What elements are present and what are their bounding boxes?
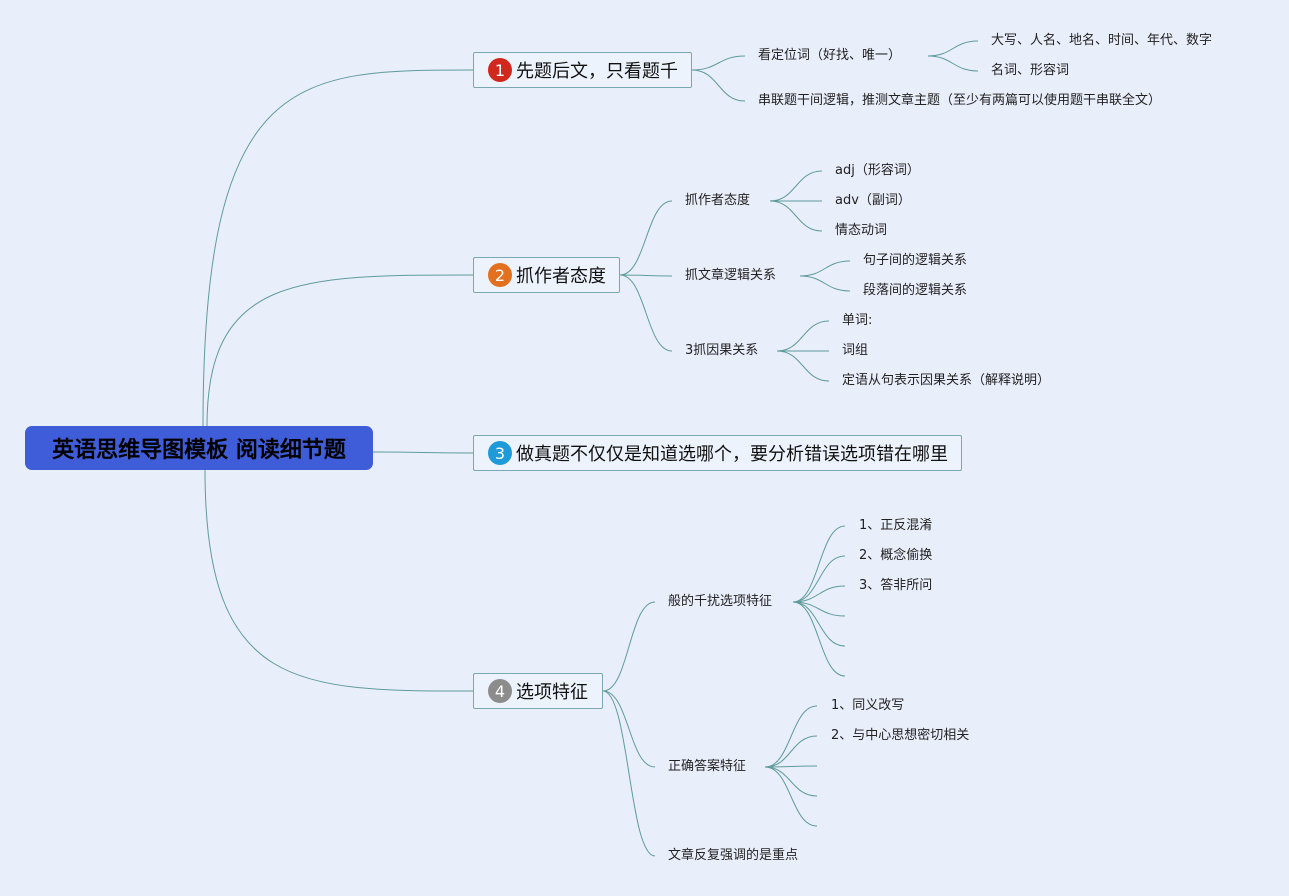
link-s22-l2 — [799, 275, 851, 292]
leaf-1-1-1[interactable]: 大写、人名、地名、时间、年代、数字 — [991, 33, 1213, 48]
leaf-2-2-1[interactable]: 句子间的逻辑关系 — [863, 253, 968, 268]
link-s23-l1 — [776, 320, 830, 352]
link-s41-l5 — [792, 601, 846, 647]
leaf-2-3-3[interactable]: 定语从句表示因果关系（解释说明） — [842, 373, 1051, 388]
subtopic-2-2[interactable]: 抓文章逻辑关系 — [685, 268, 777, 283]
main-topic-1[interactable]: 1 先题后文，只看题千 — [473, 52, 692, 88]
link-s21-l1 — [769, 170, 823, 202]
link-s42-l4 — [764, 766, 818, 797]
link-root-topic4 — [204, 469, 474, 692]
leaf-4-1-2[interactable]: 2、概念偷换 — [859, 548, 933, 563]
leaf-4-1-1[interactable]: 1、正反混淆 — [859, 518, 933, 533]
number-3-icon: 3 — [488, 441, 512, 465]
number-4-icon: 4 — [488, 679, 512, 703]
link-root-topic1 — [202, 69, 474, 427]
leaf-2-3-2[interactable]: 词组 — [842, 343, 869, 358]
link-s42-l3 — [764, 765, 818, 768]
link-s41-l1 — [792, 525, 846, 603]
link-s11-l2 — [927, 55, 979, 72]
central-topic[interactable]: 英语思维导图模板 阅读细节题 — [25, 426, 373, 470]
link-s41-l4 — [792, 601, 846, 617]
link-s11-l1 — [927, 40, 979, 57]
subtopic-4-3[interactable]: 文章反复强调的是重点 — [668, 848, 799, 863]
link-s41-l6 — [792, 601, 846, 677]
link-s23-l3 — [776, 350, 830, 382]
leaf-4-2-2[interactable]: 2、与中心思想密切相关 — [831, 728, 970, 743]
number-1-icon: 1 — [488, 58, 512, 82]
subtopic-4-2[interactable]: 正确答案特征 — [668, 759, 747, 774]
link-root-topic3 — [372, 451, 474, 454]
link-s21-l3 — [769, 200, 823, 232]
link-s42-l2 — [764, 735, 818, 768]
leaf-1-1-2[interactable]: 名词、形容词 — [991, 63, 1070, 78]
main-topic-2[interactable]: 2 抓作者态度 — [473, 257, 620, 293]
subtopic-1-1[interactable]: 看定位词（好找、唯一） — [758, 48, 902, 63]
link-t1-s2 — [691, 69, 746, 102]
leaf-2-1-1[interactable]: adj（形容词） — [835, 163, 920, 178]
link-t2-s3 — [619, 274, 673, 352]
central-topic-label: 英语思维导图模板 阅读细节题 — [52, 438, 346, 463]
link-t4-s2 — [602, 690, 656, 768]
subtopic-4-1[interactable]: 般的千扰选项特征 — [668, 594, 773, 609]
subtopic-2-1[interactable]: 抓作者态度 — [685, 193, 751, 208]
number-2-icon: 2 — [488, 263, 512, 287]
main-topic-3-label: 做真题不仅仅是知道选哪个，要分析错误选项错在哪里 — [516, 444, 948, 465]
leaf-2-3-1[interactable]: 单词: — [842, 313, 873, 328]
link-t2-s2 — [619, 274, 673, 277]
main-topic-4-label: 选项特征 — [516, 682, 588, 703]
leaf-2-1-2[interactable]: adv（副词） — [835, 193, 911, 208]
link-s41-l2 — [792, 555, 846, 603]
link-t1-s1 — [691, 55, 746, 71]
main-topic-4[interactable]: 4 选项特征 — [473, 673, 603, 709]
link-s42-l1 — [764, 705, 818, 768]
subtopic-2-3[interactable]: 3抓因果关系 — [685, 343, 759, 358]
main-topic-3[interactable]: 3 做真题不仅仅是知道选哪个，要分析错误选项错在哪里 — [473, 435, 962, 471]
link-s41-l3 — [792, 585, 846, 603]
link-s42-l5 — [764, 766, 818, 827]
link-root-topic2 — [206, 274, 474, 427]
main-topic-1-label: 先题后文，只看题千 — [516, 61, 678, 82]
leaf-4-1-3[interactable]: 3、答非所问 — [859, 578, 933, 593]
link-t4-s1 — [602, 601, 656, 692]
main-topic-2-label: 抓作者态度 — [516, 266, 606, 287]
link-t4-s3 — [602, 690, 656, 857]
link-t2-s1 — [619, 200, 673, 276]
leaf-2-1-3[interactable]: 情态动词 — [835, 223, 888, 238]
subtopic-1-2[interactable]: 串联题干间逻辑，推测文章主题（至少有两篇可以使用题干串联全文） — [758, 93, 1162, 108]
leaf-4-2-1[interactable]: 1、同义改写 — [831, 698, 905, 713]
leaf-2-2-2[interactable]: 段落间的逻辑关系 — [863, 283, 968, 298]
link-s22-l1 — [799, 260, 851, 277]
